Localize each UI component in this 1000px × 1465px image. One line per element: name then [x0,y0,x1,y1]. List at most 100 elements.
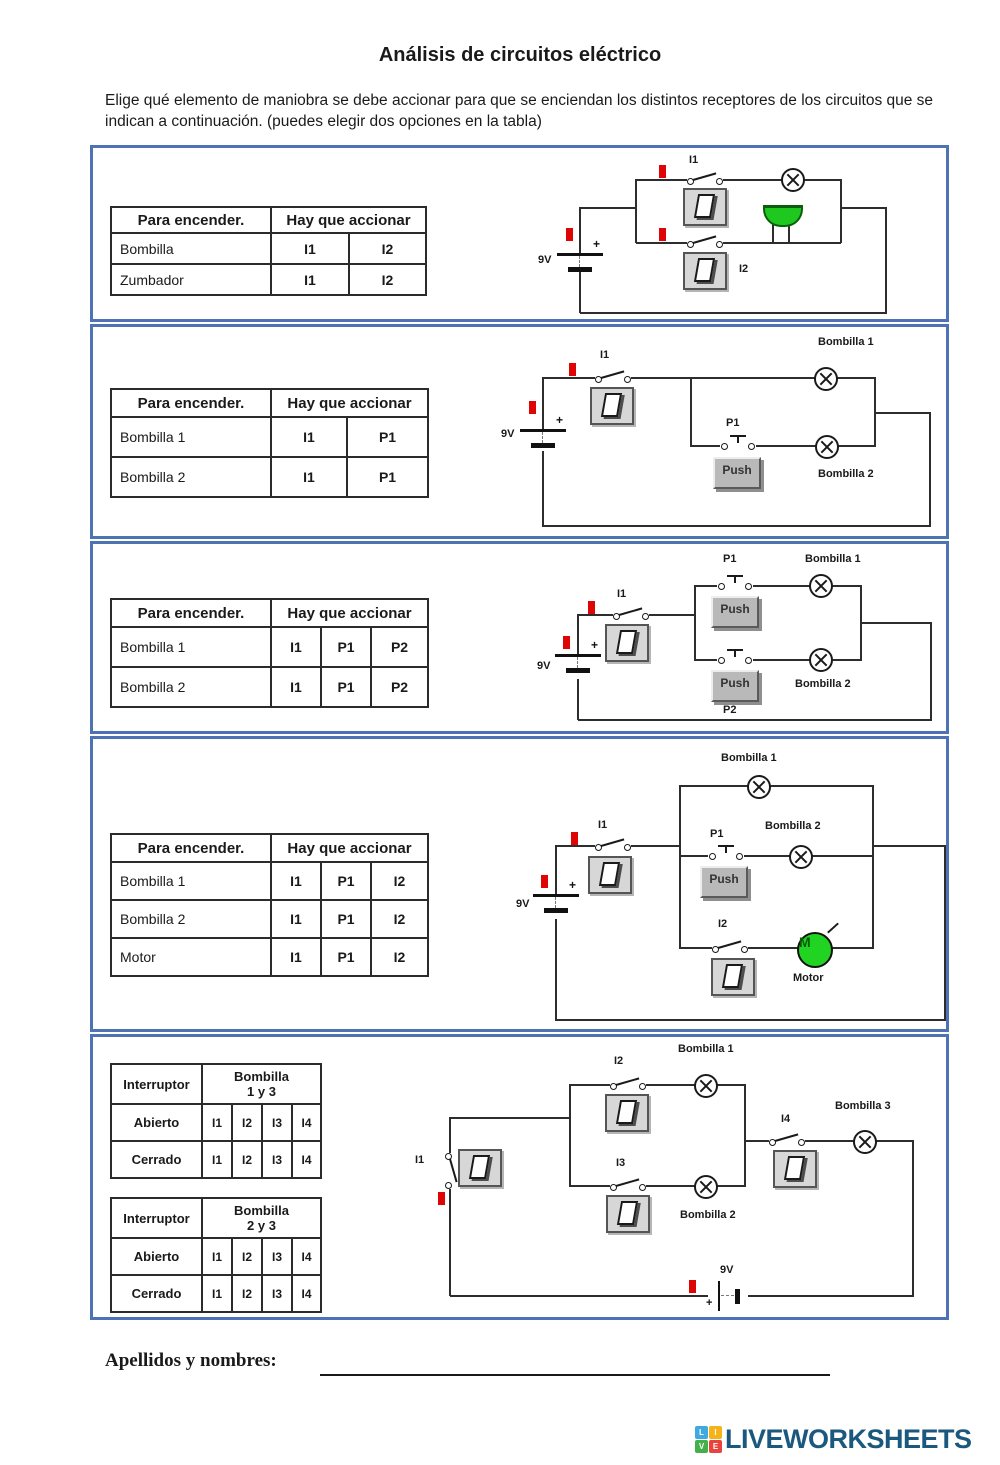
battery-9v: + [531,878,581,919]
rocker-switch-i2 [683,252,727,290]
option-cell[interactable]: I1 [270,626,322,668]
red-marker [541,875,548,888]
bulb-bombilla-1 [809,574,833,598]
row-label: Cerrado [110,1274,203,1313]
row-label: Abierto [110,1237,203,1276]
header-line-2: 2 y 3 [247,1218,276,1233]
wire [636,242,841,244]
wire [841,207,886,209]
label-9v: 9V [720,1264,734,1276]
option-cell[interactable]: I2 [231,1274,263,1313]
option-cell[interactable]: P1 [320,861,372,901]
rocker-switch-i1 [683,188,727,226]
label-p1: P1 [726,417,740,429]
push-button-p1: Push [711,596,759,628]
option-cell[interactable]: I1 [201,1140,233,1179]
battery-plus: + [569,878,577,892]
rocker-switch-i1 [605,624,649,662]
row-label: Abierto [110,1103,203,1142]
option-cell[interactable]: I2 [231,1103,263,1142]
wire [930,622,932,721]
wire [450,1295,708,1297]
wire [875,412,930,414]
option-cell[interactable]: P1 [346,456,429,498]
wire [885,207,887,314]
logo-square-l: L [695,1426,708,1439]
row-label: Bombilla 2 [110,899,272,939]
section-4: Para encender. Hay que accionar Bombilla… [90,736,949,1032]
option-cell[interactable]: P1 [320,666,372,708]
wire [542,451,544,527]
option-cell[interactable]: I2 [231,1237,263,1276]
rocker-switch-i2 [605,1094,649,1132]
bulb-bombilla-2 [809,648,833,672]
row-label: Bombilla 1 [110,416,272,458]
option-cell[interactable]: I1 [270,861,322,901]
label-bombilla-1: Bombilla 1 [805,553,861,565]
option-cell[interactable]: I1 [270,416,348,458]
label-bombilla-1: Bombilla 1 [678,1043,734,1055]
switch-symbol-i1 [595,838,631,853]
option-cell[interactable]: I1 [201,1103,233,1142]
option-cell[interactable]: I2 [370,937,429,977]
logo-square-i: I [709,1426,722,1439]
wire [555,845,557,895]
col-header-para-encender: Para encender. [110,598,272,628]
logo-square-e: E [709,1440,722,1453]
row-label: Bombilla 2 [110,456,272,498]
wire [695,659,861,661]
option-cell[interactable]: I4 [291,1140,322,1179]
option-cell[interactable]: I3 [261,1237,293,1276]
option-cell[interactable]: I3 [261,1274,293,1313]
wire [449,1185,451,1296]
option-cell[interactable]: I1 [270,232,350,265]
switch-symbol-i1 [443,1153,458,1189]
option-cell[interactable]: I2 [231,1140,263,1179]
section-2: Para encender. Hay que accionar Bombilla… [90,324,949,539]
option-cell[interactable]: P1 [320,626,372,668]
battery-9v: + [555,237,605,278]
wire [577,614,579,654]
page-title: Análisis de circuitos eléctrico [378,44,662,66]
option-cell[interactable]: I2 [370,861,429,901]
option-cell[interactable]: I1 [270,263,350,296]
option-cell[interactable]: P1 [320,899,372,939]
name-label: Apellidos y nombres: [105,1350,277,1371]
wire [543,377,875,379]
row-label: Cerrado [110,1140,203,1179]
red-marker [659,165,666,178]
option-cell[interactable]: I4 [291,1274,322,1313]
option-cell[interactable]: P1 [346,416,429,458]
label-motor: Motor [793,972,824,984]
wire [748,1295,913,1297]
motor-letter: M [799,934,811,950]
option-cell[interactable]: I1 [201,1274,233,1313]
option-cell[interactable]: I1 [270,666,322,708]
label-9v: 9V [516,898,530,910]
option-cell[interactable]: I4 [291,1103,322,1142]
wire [690,377,692,447]
option-cell[interactable]: P2 [370,666,429,708]
option-cell[interactable]: I2 [370,899,429,939]
red-marker [563,636,570,649]
option-cell[interactable]: I2 [348,263,427,296]
option-cell[interactable]: I1 [270,456,348,498]
option-cell[interactable]: I3 [261,1103,293,1142]
col-header-para-encender: Para encender. [110,833,272,863]
option-cell[interactable]: I1 [201,1237,233,1276]
option-cell[interactable]: I3 [261,1140,293,1179]
label-p2: P2 [723,704,737,716]
wire [695,585,861,587]
option-cell[interactable]: P2 [370,626,429,668]
logo-square-v: V [695,1440,708,1453]
wire [772,221,774,243]
red-marker [529,401,536,414]
option-cell[interactable]: I4 [291,1237,322,1276]
wire [873,845,945,847]
option-cell[interactable]: I1 [270,937,322,977]
name-line[interactable] [320,1352,830,1376]
wire [944,845,946,1021]
option-cell[interactable]: I2 [348,232,427,265]
option-cell[interactable]: I1 [270,899,322,939]
option-cell[interactable]: P1 [320,937,372,977]
